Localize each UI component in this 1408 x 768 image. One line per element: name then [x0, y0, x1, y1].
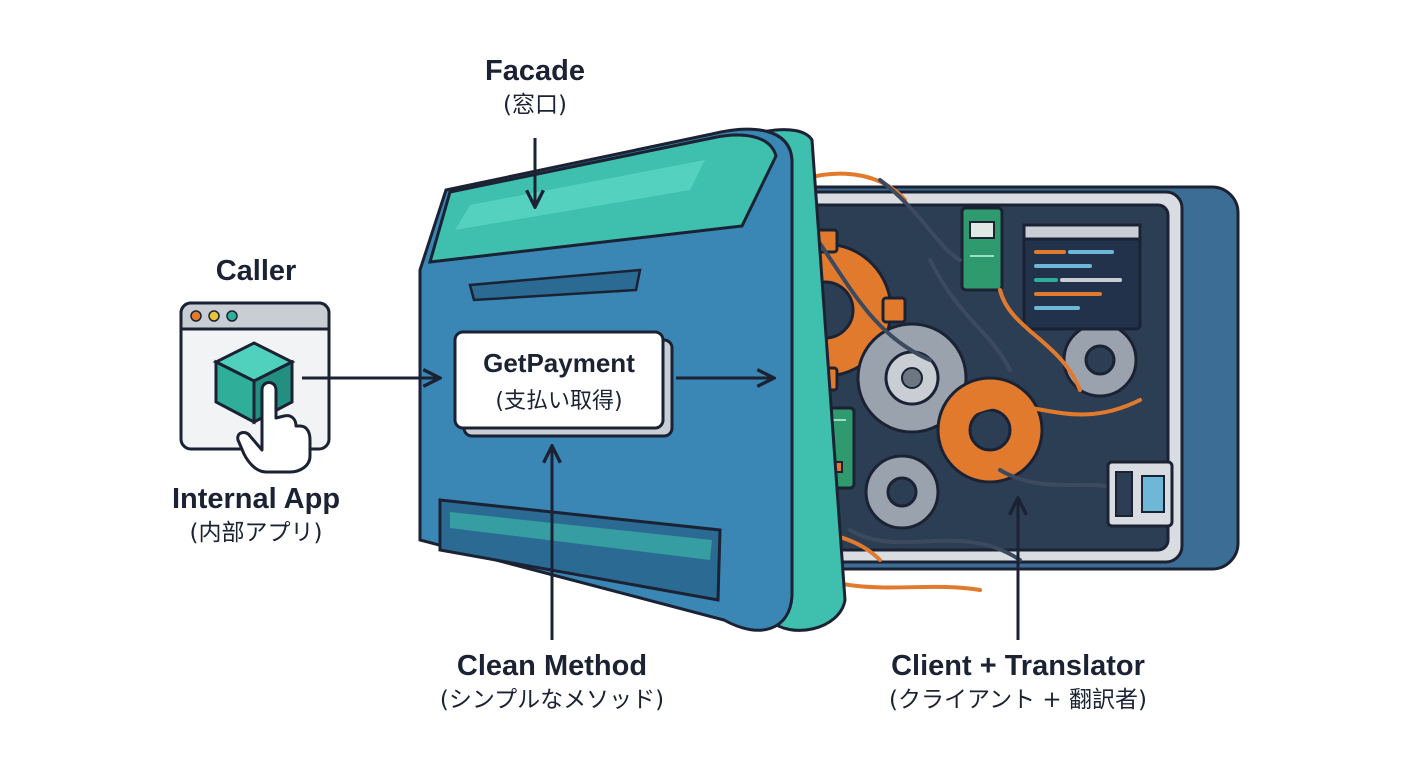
get-payment-box [453, 330, 674, 438]
caller-title: Caller [215, 255, 297, 287]
circuit-board-icon [960, 206, 1004, 292]
facade-subtitle: (窓口) [503, 92, 567, 119]
arrows [302, 138, 1018, 640]
side-panel [1106, 460, 1174, 528]
client-translator-subtitle: (クライアント + 翻訳者) [889, 687, 1147, 714]
client-translator-label: Client + Translator (クライアント + 翻訳者) [889, 650, 1147, 714]
method-subtitle: (支払い取得) [495, 388, 623, 414]
clean-method-title: Clean Method [456, 650, 648, 682]
pointing-hand-icon [236, 381, 312, 474]
caller-label: Caller [216, 255, 297, 288]
clean-method-label: Clean Method (シンプルなメソッド) [440, 650, 664, 714]
clean-method-subtitle: (シンプルなメソッド) [439, 687, 665, 714]
gear-icon [1062, 322, 1138, 398]
gear-icon [856, 322, 968, 434]
client-translator-title: Client + Translator [891, 650, 1145, 682]
facade-title: Facade [485, 55, 585, 87]
facade-label: Facade (窓口) [485, 55, 585, 119]
gear-icon [936, 376, 1044, 484]
internal-app-window [179, 301, 331, 474]
internal-app-title: Internal App [171, 483, 341, 515]
get-payment-label: GetPayment (支払い取得) [455, 333, 663, 429]
method-name: GetPayment [483, 347, 635, 378]
code-screen-icon [1022, 223, 1142, 331]
internal-app-label: Internal App (内部アプリ) [172, 483, 340, 547]
gear-icon [864, 454, 940, 530]
internal-app-subtitle: (内部アプリ) [189, 520, 323, 547]
